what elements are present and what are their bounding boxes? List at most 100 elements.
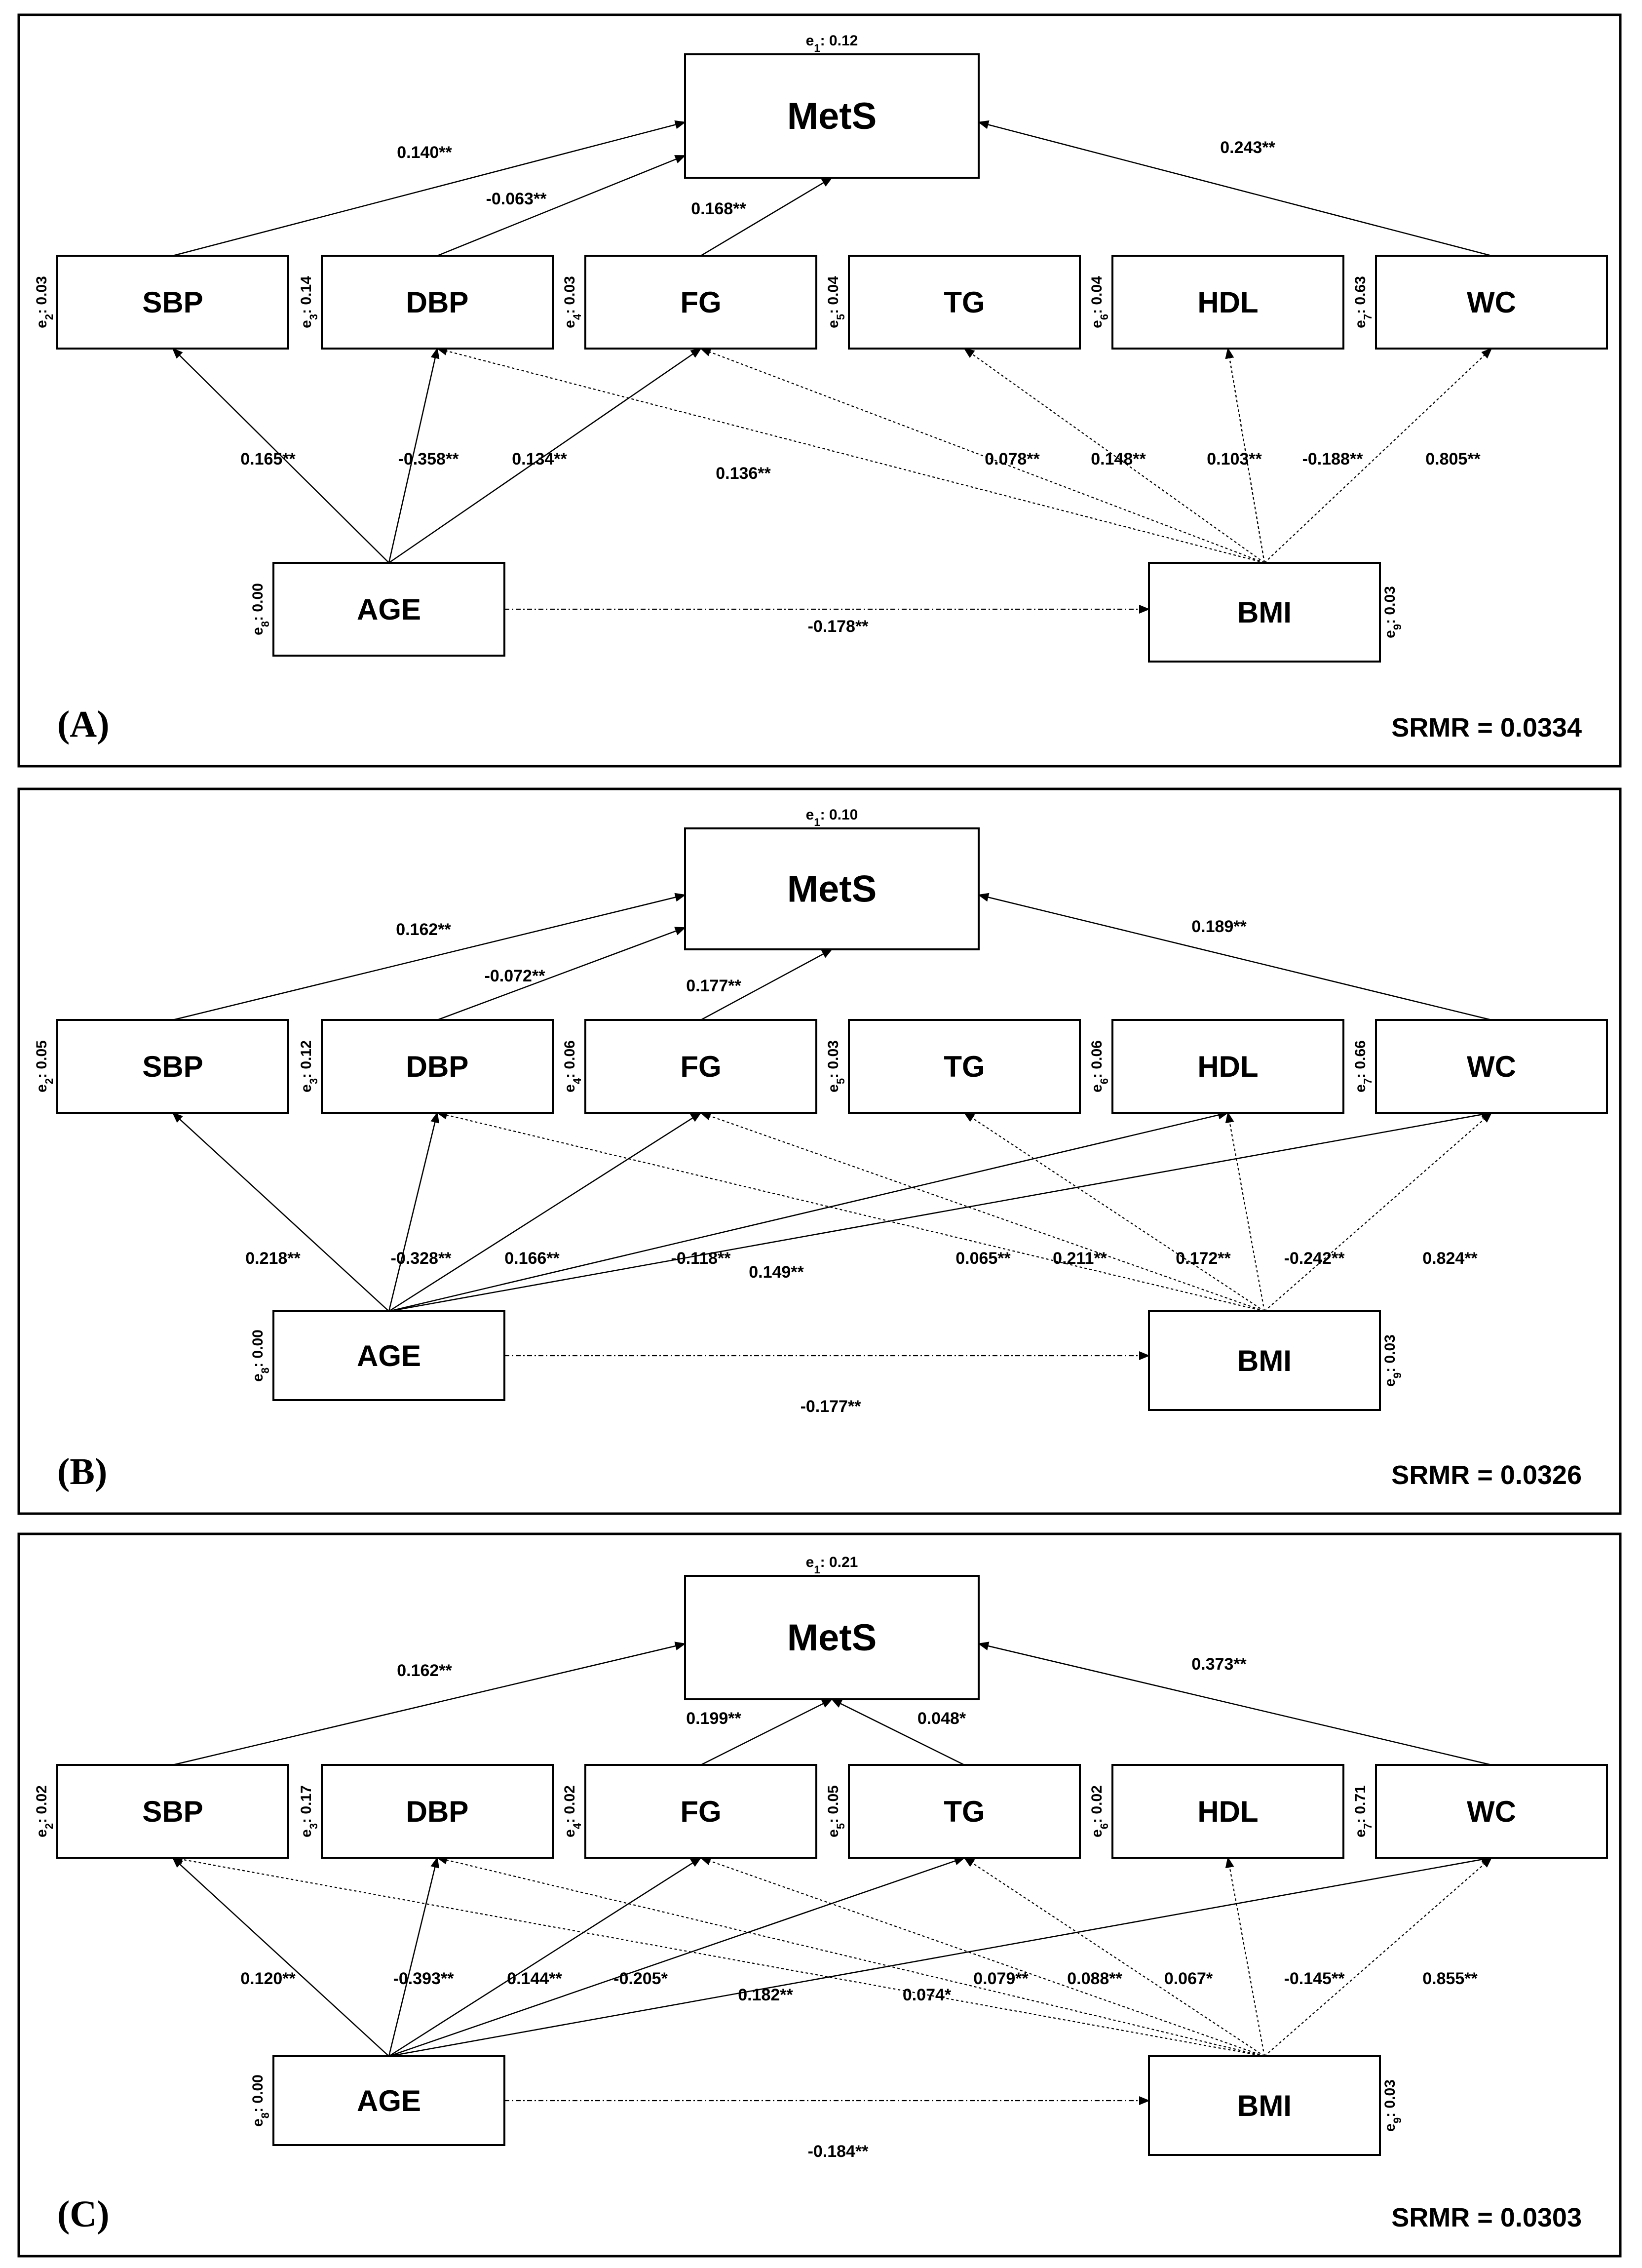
error-term: e4: 0.02: [562, 1785, 583, 1838]
panel-label: (B): [57, 1451, 107, 1492]
node-label: HDL: [1197, 1050, 1258, 1083]
path-coefficient: 0.120**: [240, 1969, 296, 1988]
error-term: e3: 0.17: [298, 1785, 320, 1838]
path-age-to-fg: [388, 348, 702, 564]
path-coefficient: 0.824**: [1422, 1249, 1478, 1268]
path-coefficient: 0.168**: [691, 199, 746, 218]
error-term: e8: 0.00: [250, 2074, 271, 2127]
path-bmi-to-wc: [1264, 1112, 1492, 1312]
path-coefficient: 0.065**: [955, 1249, 1011, 1268]
path-coefficient: 0.078**: [985, 450, 1040, 469]
error-term: e7: 0.66: [1352, 1040, 1374, 1093]
node-label: TG: [944, 286, 985, 319]
path-coefficient: -0.188**: [1302, 450, 1364, 469]
path-age-to-sbp: [172, 348, 389, 563]
path-bmi-to-hdl: [1225, 348, 1265, 563]
path-coefficient: -0.184**: [808, 2142, 869, 2161]
node-label: MetS: [787, 868, 877, 910]
node-label: WC: [1467, 1050, 1516, 1083]
node-label: FG: [680, 1795, 721, 1828]
path-coefficient: 0.199**: [686, 1709, 741, 1728]
path-wc-to-mets: [978, 120, 1492, 257]
error-term: e4: 0.06: [562, 1040, 583, 1093]
error-term: e1: 0.10: [806, 807, 858, 828]
path-coefficient: 0.166**: [504, 1249, 560, 1268]
error-term: e9: 0.03: [1382, 2079, 1404, 2132]
path-sbp-to-mets: [172, 893, 686, 1021]
node-label: TG: [944, 1795, 985, 1828]
path-coefficient: 0.149**: [749, 1263, 804, 1282]
path-age-to-dbp: [388, 1112, 440, 1312]
path-coefficient: 0.182**: [738, 1986, 793, 2004]
node-label: HDL: [1197, 1795, 1258, 1828]
path-coefficient: 0.136**: [716, 464, 771, 483]
path-coefficient: 0.172**: [1176, 1249, 1231, 1268]
path-coefficient: -0.063**: [486, 190, 547, 208]
path-sbp-to-mets: [172, 120, 686, 257]
path-coefficient: 0.134**: [512, 450, 567, 469]
panel-frame: [17, 787, 1622, 1515]
path-fg-to-mets: [700, 948, 833, 1021]
node-label: TG: [944, 1050, 985, 1083]
error-term: e5: 0.05: [825, 1785, 847, 1838]
path-coefficient: 0.140**: [397, 143, 452, 162]
panel-b: 0.162**-0.072**0.177**0.189**0.218**-0.3…: [17, 787, 1622, 1515]
node-label: BMI: [1237, 2089, 1292, 2122]
error-term: e5: 0.03: [825, 1040, 847, 1093]
node-label: FG: [680, 1050, 721, 1083]
path-dbp-to-mets: [437, 155, 686, 257]
path-coefficient: -0.145**: [1284, 1969, 1345, 1988]
path-coefficient: 0.218**: [245, 1249, 301, 1268]
panel-label: (A): [57, 704, 110, 745]
node-fg: FG e4: 0.02: [562, 1764, 817, 1859]
panel-label: (C): [57, 2193, 110, 2235]
path-wc-to-mets: [978, 893, 1492, 1021]
path-age-to-dbp: [388, 1857, 440, 2057]
node-label: SBP: [142, 1050, 203, 1083]
path-age-to-fg: [388, 1857, 702, 2057]
path-coefficient: 0.074*: [903, 1986, 952, 2004]
path-coefficient: 0.165**: [240, 450, 296, 469]
node-tg: TG e5: 0.05: [825, 1764, 1081, 1859]
path-coefficient: 0.067*: [1164, 1969, 1213, 1988]
path-coefficient: 0.162**: [396, 920, 451, 939]
path-tg-to-mets: [831, 1698, 965, 1766]
error-term: e5: 0.04: [825, 276, 847, 328]
path-coefficient: 0.189**: [1191, 917, 1247, 936]
path-coefficient: -0.328**: [391, 1249, 452, 1268]
panel-c: 0.162**0.199**0.048*0.373**0.120**-0.393…: [17, 1532, 1622, 2258]
path-coefficient: 0.177**: [686, 977, 741, 995]
path-coefficient: -0.358**: [398, 450, 459, 469]
node-label: MetS: [787, 1617, 877, 1659]
node-label: FG: [680, 286, 721, 319]
error-term: e3: 0.14: [298, 276, 320, 328]
path-bmi-to-fg: [700, 1112, 1265, 1312]
node-label: DBP: [406, 286, 469, 319]
path-bmi-to-tg: [963, 1112, 1265, 1312]
node-dbp: DBP e3: 0.14: [298, 255, 554, 350]
error-term: e1: 0.12: [806, 33, 858, 54]
path-coefficient: -0.177**: [801, 1397, 862, 1416]
path-coefficient: 0.243**: [1220, 138, 1275, 157]
error-term: e3: 0.12: [298, 1040, 320, 1093]
error-term: e8: 0.00: [250, 583, 271, 635]
error-term: e6: 0.04: [1089, 276, 1110, 328]
path-coefficient: 0.048*: [917, 1709, 966, 1728]
node-sbp: SBP e2: 0.05: [34, 1019, 289, 1114]
path-sbp-to-mets: [172, 1642, 686, 1766]
path-coefficient: -0.205*: [613, 1969, 668, 1988]
path-coefficient: 0.855**: [1422, 1969, 1478, 1988]
path-fg-to-mets: [700, 177, 833, 257]
panel-frame: [17, 1532, 1622, 2258]
error-term: e2: 0.05: [34, 1040, 55, 1093]
path-age-to-hdl: [388, 1110, 1229, 1312]
node-fg: FG e4: 0.06: [562, 1019, 817, 1114]
